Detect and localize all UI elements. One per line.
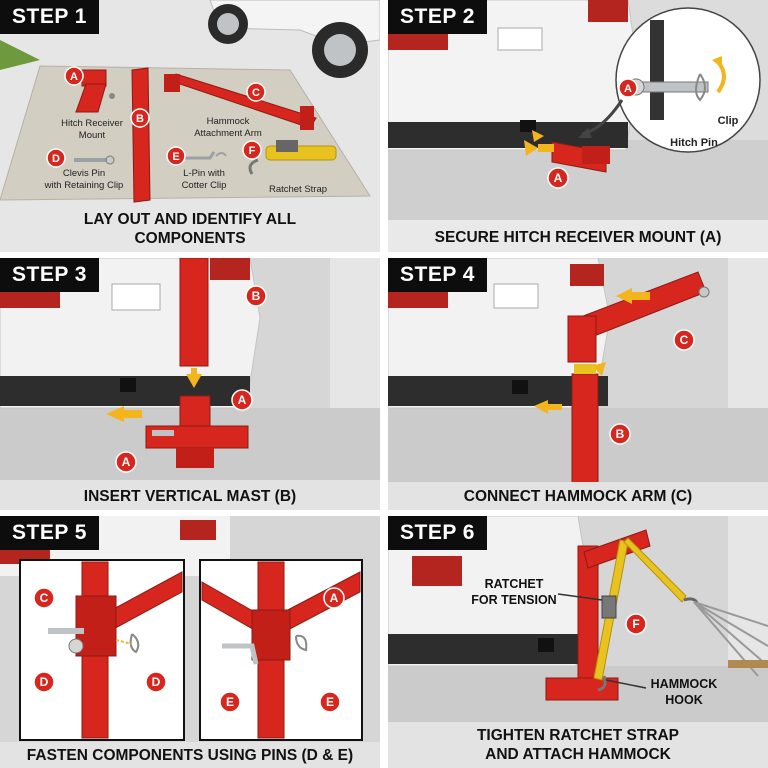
label-circle-d2 (145, 671, 167, 693)
assembled-stand (545, 529, 651, 701)
clevis-label-line1: Clevis Pin (63, 168, 105, 179)
letter-b: B (136, 113, 144, 125)
step-3-tab: STEP 3 (0, 258, 99, 292)
label-circle-a-callout (618, 78, 638, 98)
step-5-tab: STEP 5 (0, 516, 99, 550)
arm-label-line1: Hammock (207, 116, 250, 127)
step-3-illustration: B A A (0, 258, 380, 510)
step-2-panel: A Clip Hitch Pin A STEP 2 SECURE HITCH R… (388, 0, 768, 252)
step-6-caption-line1: TIGHTEN RATCHET STRAP (476, 727, 680, 744)
ratchet-label-line2: FOR TENSION (471, 593, 556, 607)
label-circle-c (673, 329, 695, 351)
label-circle-b (609, 423, 631, 445)
label-circle-b (245, 285, 267, 307)
letter-e: E (226, 695, 234, 709)
ratchet-label-line1: RATCHET (485, 577, 544, 591)
label-circle-a2 (115, 451, 137, 473)
letter-c: C (40, 591, 49, 605)
step-4-tab: STEP 4 (388, 258, 487, 292)
letter-a: A (238, 393, 247, 407)
letter-b: B (252, 289, 261, 303)
hook-label-line2: HOOK (665, 693, 703, 707)
label-circle-a (547, 167, 569, 189)
hammock-arm-part (567, 271, 710, 363)
label-circle-d (33, 671, 55, 693)
hitch-receiver-mount-part (551, 141, 610, 173)
step-3-caption: INSERT VERTICAL MAST (B) (83, 488, 297, 505)
step-1-panel: A B C D E F Hitch Receiver Mount Hammock… (0, 0, 380, 252)
step-2-caption: SECURE HITCH RECEIVER MOUNT (A) (434, 229, 722, 246)
hitch-label-line1: Hitch Receiver (61, 118, 123, 129)
clevis-label-line2: with Retaining Clip (44, 180, 124, 191)
step-2-illustration: A Clip Hitch Pin A (388, 0, 768, 252)
hitch-pin-label: Hitch Pin (670, 137, 718, 149)
step-5-illustration: C D D A E E (0, 516, 380, 768)
letter-a-2: A (122, 455, 131, 469)
label-circle-a (64, 66, 84, 86)
vertical-mast-part (571, 373, 599, 485)
lpin-label-line1: L-Pin with (183, 168, 225, 179)
step-5-caption: FASTEN COMPONENTS USING PINS (D & E) (26, 747, 354, 764)
inset-clevis-pin (19, 559, 185, 741)
hitch-label-line2: Mount (79, 130, 106, 141)
letter-f: F (632, 617, 639, 631)
ratchet-strap-part (593, 537, 687, 681)
step-6-illustration: F RATCHET FOR TENSION HAMMOCK HOOK (388, 516, 768, 768)
step-2-tab: STEP 2 (388, 0, 487, 34)
letter-d: D (52, 153, 60, 165)
label-circle-d (46, 148, 66, 168)
letter-a: A (330, 591, 339, 605)
label-circle-f (625, 613, 647, 635)
label-circle-e (166, 146, 186, 166)
step-5-panel: C D D A E E STEP 5 FASTEN COMPONENTS USI… (0, 516, 380, 768)
lpin-label-line2: Cotter Clip (182, 180, 227, 191)
step-6-panel: F RATCHET FOR TENSION HAMMOCK HOOK STEP … (388, 516, 768, 768)
letter-a: A (70, 71, 78, 83)
label-circle-e (219, 691, 241, 713)
label-circle-b (130, 108, 150, 128)
step-4-caption: CONNECT HAMMOCK ARM (C) (463, 488, 693, 505)
l-pin-part (185, 151, 227, 160)
letter-a: A (554, 171, 563, 185)
hook-label-line1: HAMMOCK (651, 677, 718, 691)
hitch-pin-callout (615, 7, 761, 153)
step-1-tab: STEP 1 (0, 0, 99, 34)
letter-e-2: E (326, 695, 334, 709)
letter-d-2: D (152, 675, 161, 689)
vertical-mast-part (131, 67, 151, 203)
arm-label-line2: Attachment Arm (194, 128, 262, 139)
label-circle-f (242, 140, 262, 160)
step-1-illustration: A B C D E F Hitch Receiver Mount Hammock… (0, 0, 380, 252)
step-6-caption-line2: AND ATTACH HAMMOCK (485, 746, 671, 763)
step-6-tab: STEP 6 (388, 516, 487, 550)
label-circle-a (323, 587, 345, 609)
vertical-mast-part (179, 258, 209, 367)
hammock (683, 597, 768, 677)
label-circle-a (231, 389, 253, 411)
letter-e: E (172, 151, 179, 163)
step-4-illustration: C B (388, 258, 768, 510)
ratchet-strap-part (248, 140, 337, 175)
letter-d: D (40, 675, 49, 689)
step-4-panel: C B STEP 4 CONNECT HAMMOCK ARM (C) (388, 258, 768, 510)
step-3-panel: B A A STEP 3 INSERT VERTICAL MAST (B) (0, 258, 380, 510)
label-circle-c (246, 82, 266, 102)
clevis-pin-part (74, 155, 115, 165)
letter-c: C (680, 333, 689, 347)
inset-l-pin (199, 559, 363, 741)
letter-b: B (616, 427, 625, 441)
hammock-arm-part (164, 73, 317, 130)
label-circle-e2 (319, 691, 341, 713)
step-1-caption-line2: COMPONENTS (134, 230, 246, 247)
clip-label: Clip (718, 115, 739, 127)
label-circle-c (33, 587, 55, 609)
letter-c: C (252, 87, 260, 99)
step-1-caption-line1: LAY OUT AND IDENTIFY ALL (83, 211, 297, 228)
letter-f: F (249, 145, 256, 157)
strap-label: Ratchet Strap (269, 184, 327, 195)
callout-letter-a: A (624, 83, 632, 95)
